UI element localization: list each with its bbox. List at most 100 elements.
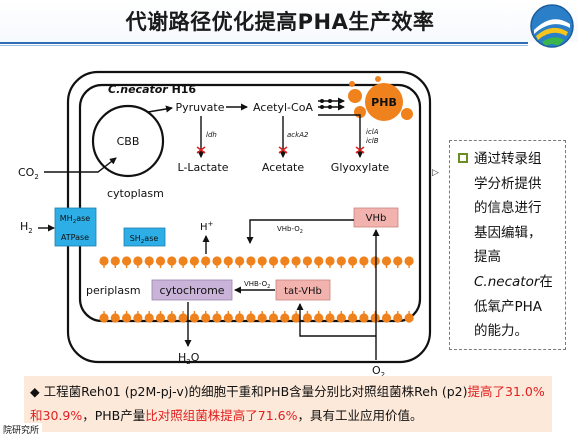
side-note-line: 低氧产PHA: [474, 298, 543, 315]
atpase-label: ATPase: [61, 233, 89, 242]
lipid-head: [133, 313, 143, 323]
lipid-head: [291, 313, 301, 323]
lipid-head: [314, 313, 324, 323]
ldh-knockout-icon: [196, 146, 206, 154]
lipid-head: [178, 256, 188, 266]
iclb-gene-label: iclB: [366, 137, 379, 145]
lipid-head: [246, 313, 256, 323]
lipid-head: [201, 313, 211, 323]
lipid-head: [99, 313, 109, 323]
summary-part: ，PHB产量: [82, 408, 146, 423]
lipid-head: [212, 313, 222, 323]
diamond-bullet-icon: ◆: [30, 384, 40, 399]
lipid-head: [189, 256, 199, 266]
lipid-head: [393, 256, 403, 266]
institute-logo-icon: [530, 4, 574, 48]
lipid-head: [189, 313, 199, 323]
lipid-head: [257, 313, 267, 323]
h2o-label: H2O: [178, 351, 200, 366]
lipid-head: [223, 313, 233, 323]
cbb-cycle: [91, 104, 165, 178]
lipid-head: [212, 256, 222, 266]
lipid-head: [257, 256, 267, 266]
sh2ase-label: SH2ase: [130, 234, 159, 245]
phb-granules: PHB: [348, 76, 413, 121]
lipid-head: [404, 313, 414, 323]
side-note-line: 通过转录组: [474, 151, 542, 167]
lipid-head: [325, 256, 335, 266]
vhb-label: VHb: [366, 213, 387, 224]
side-note-text: 通过转录组 学分析提供 的信息进行 基因编辑， 提高 C.necator在 低氧…: [474, 147, 562, 344]
square-bullet-icon: [458, 153, 468, 163]
lipid-head: [268, 256, 279, 266]
side-note-line: 学分析提供: [474, 175, 542, 192]
ldh-gene-label: ldh: [206, 131, 217, 139]
lipid-head: [280, 256, 290, 266]
title-rule: [0, 42, 528, 44]
lipid-head: [359, 256, 369, 266]
lipid-head: [302, 313, 312, 323]
membrane-bilayer-upper: [99, 256, 414, 268]
o2-label: O2: [372, 364, 385, 379]
lipid-head: [381, 313, 392, 323]
l-lactate-label: L-Lactate: [178, 161, 229, 174]
glyoxylate-label: Glyoxylate: [331, 161, 390, 174]
h2-label: H2: [20, 220, 33, 235]
side-note-fragment: 在: [539, 273, 553, 290]
lipid-head: [314, 256, 324, 266]
summary-box: ◆ 工程菌Reh01 (p2M-pj-v)的细胞干重和PHB含量分别比对照组菌株…: [24, 376, 552, 432]
lipid-head: [110, 313, 120, 323]
icla-gene-label: iclA: [366, 128, 379, 136]
summary-text: ◆ 工程菌Reh01 (p2M-pj-v)的细胞干重和PHB含量分别比对照组菌株…: [30, 380, 548, 428]
lipid-head: [178, 313, 188, 323]
periplasm-label: periplasm: [86, 284, 141, 297]
lipid-head: [268, 313, 279, 323]
proton-label: H+: [200, 220, 214, 233]
cytochrome-box: [151, 279, 233, 301]
pyruvate-label: Pyruvate: [176, 101, 225, 114]
lipid-head: [144, 256, 154, 266]
pointer-caret-icon: ▷: [432, 168, 439, 178]
acka2-gene-label: ackA2: [287, 131, 309, 139]
side-note-box: 通过转录组 学分析提供 的信息进行 基因编辑， 提高 C.necator在 低氧…: [449, 140, 566, 350]
vhb-o2-mid-label: VHB-O2: [244, 280, 270, 290]
summary-part: 工程菌Reh01 (p2M-pj-v)的细胞干重和PHB含量分别比对照组菌株Re…: [39, 384, 468, 399]
acetate-label: Acetate: [262, 161, 305, 174]
phb-label: PHB: [371, 96, 397, 109]
lipid-head: [302, 256, 312, 266]
lipid-head: [155, 313, 166, 323]
cytochrome-label: cytochrome: [159, 284, 224, 297]
strain-label: C.necator H16: [108, 83, 196, 96]
lipid-head: [370, 313, 380, 323]
side-note-line: 的能力。: [474, 323, 528, 340]
soluble-hydrogenase-box: [123, 227, 166, 247]
side-note-line: C.necator在: [474, 270, 562, 295]
lipid-head: [393, 313, 403, 323]
metabolic-pathway-diagram: C.necator H16 CBB Pyruvate Acetyl-CoA PH…: [18, 70, 432, 379]
acetyl-coa-label: Acetyl-CoA: [253, 101, 313, 114]
lipid-head: [122, 313, 132, 323]
lipid-head: [291, 256, 301, 266]
lipid-head: [167, 313, 177, 323]
vhb-box: [353, 207, 399, 228]
mh2ase-label: MH2ase: [60, 214, 90, 225]
lipid-head: [325, 313, 335, 323]
lipid-head: [133, 256, 143, 266]
strain-name-italic: C.necator: [474, 273, 540, 290]
title-rule-secondary: [0, 45, 528, 46]
lipid-head: [370, 256, 380, 266]
lipid-head: [235, 256, 245, 266]
side-note-line: 基因编辑，: [474, 224, 542, 241]
lipid-head: [99, 256, 109, 266]
footer-fragment: 院研究所: [0, 423, 43, 439]
lipid-head: [223, 256, 233, 266]
tat-vhb-label: tat-VHb: [284, 286, 322, 297]
cytoplasm-label: cytoplasm: [107, 187, 164, 200]
slide-title: 代谢路径优化提高PHA生产效率: [125, 10, 435, 34]
membrane-hydrogenase-box: [54, 207, 97, 247]
lipid-head: [404, 256, 414, 266]
vhb-o2-top-label: VHb-O2: [277, 225, 303, 235]
icl-knockout-icon: [355, 146, 365, 154]
lipid-head: [167, 256, 177, 266]
